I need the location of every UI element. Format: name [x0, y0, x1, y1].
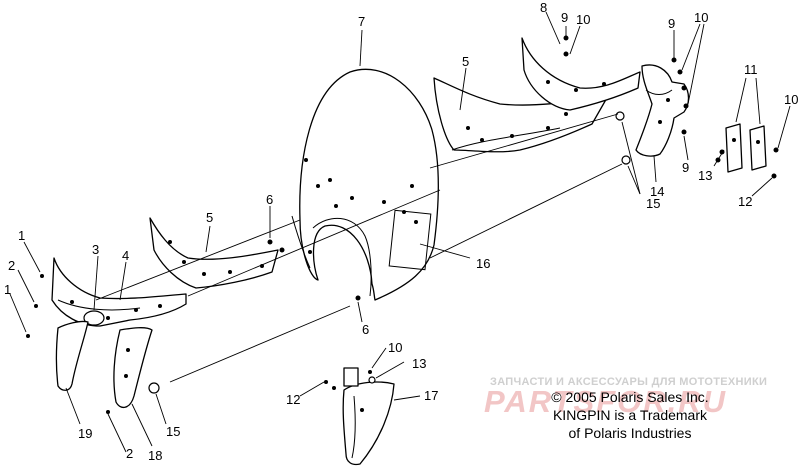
callout-15b: 15: [166, 424, 180, 439]
watermark: ЗАПЧАСТИ И АКСЕССУАРЫ ДЛЯ МОТОТЕХНИКИ PA…: [468, 376, 798, 420]
callout-1a: 1: [18, 228, 25, 243]
callout-1b: 1: [4, 282, 11, 297]
callout-11: 11: [744, 62, 758, 77]
callout-14: 14: [650, 184, 664, 199]
callout-12b: 12: [286, 392, 300, 407]
callout-5a: 5: [462, 54, 469, 69]
hand-guard-left-part-19: [55, 320, 89, 391]
callout-13a: 13: [698, 168, 712, 183]
bracket-part-14: [635, 64, 690, 157]
callout-6a: 6: [266, 192, 273, 207]
callout-labels: 7 8 9 10 5 9 10 11 10 9 14 13 15 12 6 5 …: [4, 0, 798, 463]
callout-6b: 6: [362, 322, 369, 337]
grommet-part-3: [83, 310, 105, 326]
callout-18: 18: [148, 448, 162, 463]
callout-10a: 10: [576, 12, 590, 27]
copyright-line-2: KINGPIN is a Trademark: [552, 407, 708, 423]
reference-lines: [95, 113, 623, 383]
callout-3: 3: [92, 242, 99, 257]
deflector-right-part-5: [433, 77, 609, 153]
callout-19: 19: [78, 426, 92, 441]
hand-guard-mount-part-18: [113, 327, 153, 408]
windshield-part-7: [291, 68, 439, 301]
callout-10b: 10: [694, 10, 708, 25]
upper-panel-part-8: [521, 37, 641, 111]
leader-lines: [9, 11, 791, 453]
callout-10d: 10: [388, 340, 402, 355]
copyright-notice: © 2005 Polaris Sales Inc. KINGPIN is a T…: [520, 388, 740, 442]
callout-2a: 2: [8, 258, 15, 273]
callout-12a: 12: [738, 194, 752, 209]
watermark-logo: PARTSFOR.RU: [484, 384, 728, 419]
copyright-line-1: © 2005 Polaris Sales Inc.: [551, 389, 709, 405]
callout-7: 7: [358, 14, 365, 29]
fasteners: [26, 35, 779, 414]
callout-5b: 5: [206, 210, 213, 225]
deflector-left-part-5: [149, 217, 279, 289]
callout-15a: 15: [646, 196, 660, 211]
callout-16: 16: [476, 256, 490, 271]
callout-13b: 13: [412, 356, 426, 371]
callout-9b: 9: [668, 16, 675, 31]
callout-10c: 10: [784, 92, 798, 107]
copyright-line-3: of Polaris Industries: [568, 425, 692, 441]
mount-bracket-part-11: [725, 123, 767, 173]
callout-9a: 9: [561, 10, 568, 25]
callout-17: 17: [424, 388, 438, 403]
watermark-tagline: ЗАПЧАСТИ И АКСЕССУАРЫ ДЛЯ МОТОТЕХНИКИ: [490, 376, 768, 388]
callout-2b: 2: [126, 446, 133, 461]
lower-guard-part-17: [342, 367, 395, 466]
callout-9c: 9: [682, 160, 689, 175]
callout-4: 4: [122, 248, 129, 263]
callout-8: 8: [540, 0, 547, 15]
